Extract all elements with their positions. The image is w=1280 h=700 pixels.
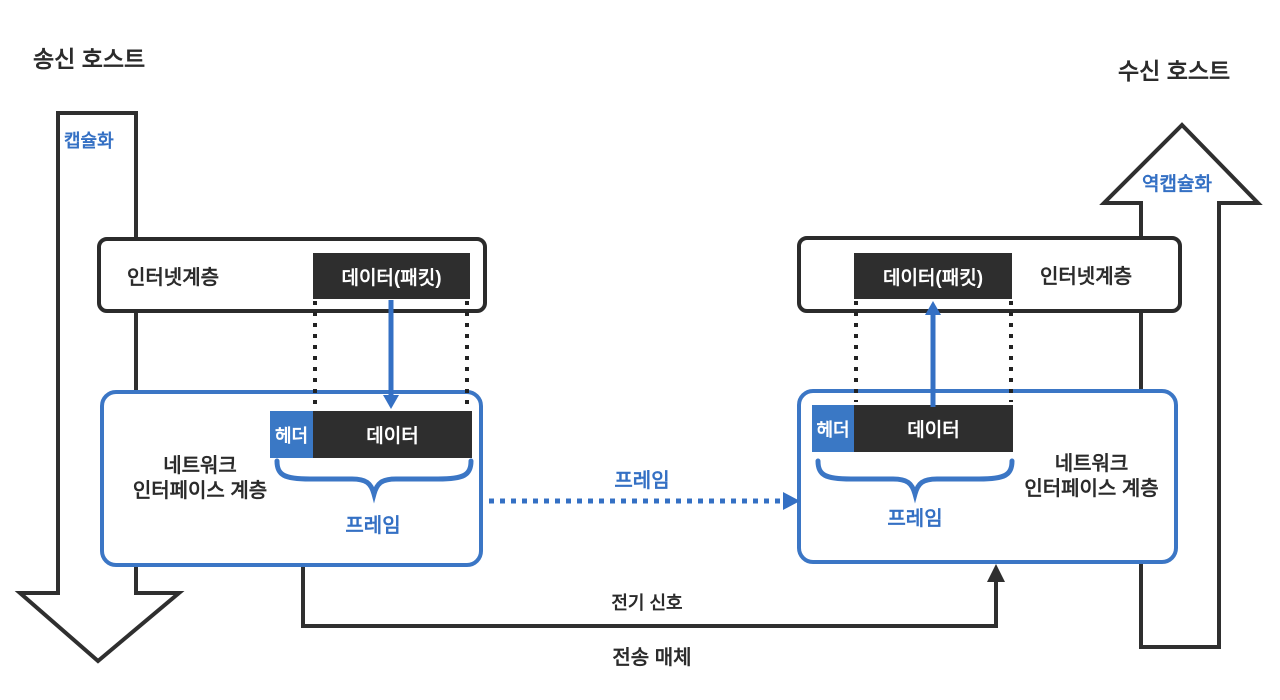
sender-data-down-arrowhead <box>383 395 399 409</box>
sender-network-line2: 인터페이스 계층 <box>132 479 268 502</box>
sender-frame-label: 프레임 <box>345 515 401 537</box>
sender-host-title: 송신 호스트 <box>33 46 146 72</box>
sender-frame-brace <box>274 458 474 504</box>
encapsulation-down-arrow <box>14 111 185 664</box>
receiver-host-title: 수신 호스트 <box>1118 58 1231 84</box>
receiver-internet-layer-label: 인터넷계층 <box>1040 266 1132 288</box>
sender-packet-box: 데이터(패킷) <box>313 253 470 299</box>
receiver-network-line2: 인터페이스 계층 <box>1024 477 1159 500</box>
encapsulation-label: 캡슐화 <box>64 131 114 151</box>
receiver-header-box: 헤더 <box>812 405 854 452</box>
frame-transfer-arrowhead <box>783 492 800 510</box>
sender-network-interface-label: 네트워크 인터페이스 계층 <box>100 390 300 567</box>
frame-transfer-label: 프레임 <box>614 470 670 492</box>
sender-network-line1: 네트워크 <box>163 454 237 477</box>
transmission-arrowhead <box>987 564 1005 582</box>
receiver-network-interface-label: 네트워크 인터페이스 계층 <box>1005 389 1178 564</box>
receiver-network-line1: 네트워크 <box>1054 452 1129 475</box>
sender-internet-layer-label: 인터넷계층 <box>127 266 219 289</box>
sender-header-box: 헤더 <box>270 411 313 458</box>
transmission-medium-label: 전송 매체 <box>612 647 692 669</box>
sender-frame-data-box: 데이터 <box>313 411 472 458</box>
receiver-data-up-arrowhead <box>925 301 941 315</box>
receiver-packet-box: 데이터(패킷) <box>854 253 1012 299</box>
electric-signal-label: 전기 신호 <box>611 593 683 613</box>
decapsulation-label: 역캡슐화 <box>1142 174 1212 195</box>
receiver-frame-brace <box>815 458 1015 504</box>
receiver-frame-data-box: 데이터 <box>854 405 1013 452</box>
receiver-frame-label: 프레임 <box>887 508 943 530</box>
transmission-line <box>301 567 998 628</box>
